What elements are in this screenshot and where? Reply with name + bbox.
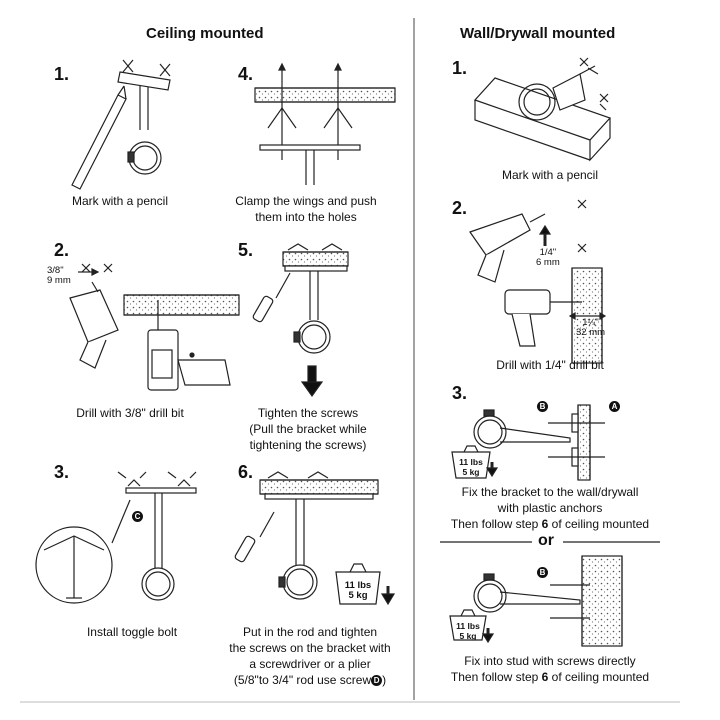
ceiling-step3-caption: Install toggle bolt bbox=[86, 625, 178, 639]
wall-step4-weight-label: 11 lbs 5 kg bbox=[452, 621, 484, 641]
wall-step1-caption: Mark with a pencil bbox=[501, 168, 599, 182]
ceiling-step5-caption-line2: (Pull the bracket while bbox=[249, 422, 367, 436]
wall-step3-caption-line3: Then follow step 6 of ceiling mounted bbox=[430, 516, 670, 532]
ceiling-step2-dim-mm: 9 mm bbox=[47, 275, 71, 286]
ceiling-step1-number: 1. bbox=[54, 64, 70, 84]
wall-step2-dim-a-mm: 6 mm bbox=[536, 257, 560, 268]
wall-step3-caption-line2: with plastic anchors bbox=[497, 501, 603, 515]
ceiling-step3-number: 3. bbox=[54, 462, 70, 482]
ceiling-step5-number: 5. bbox=[238, 240, 254, 260]
ceiling-step2-dimension: 3/8" 9 mm bbox=[47, 266, 71, 286]
wall-step4-weight-lbs: 11 lbs bbox=[456, 621, 480, 631]
ceiling-section-title: Ceiling mounted bbox=[146, 25, 264, 42]
ceiling-step2-number: 2. bbox=[54, 240, 70, 260]
ceiling-step5-caption: Tighten the screws (Pull the bracket whi… bbox=[188, 405, 428, 453]
ceiling-step4-caption-line1: Clamp the wings and push bbox=[235, 194, 377, 208]
wall-step4-weight-kg: 5 kg bbox=[459, 631, 477, 641]
or-separator-text: or bbox=[538, 532, 554, 549]
wall-section-title: Wall/Drywall mounted bbox=[460, 25, 616, 42]
ceiling-step2-caption: Drill with 3/8" drill bit bbox=[76, 406, 184, 420]
ceiling-step6-weight-kg: 5 kg bbox=[348, 590, 368, 601]
wall-step2-dim-b-inch: 1¼" bbox=[582, 317, 599, 328]
badge-c: C bbox=[132, 511, 143, 523]
wall-step2-dim-a-inch: 1/4" bbox=[539, 247, 557, 258]
ceiling-step5-caption-line1: Tighten the screws bbox=[257, 406, 359, 420]
wall-step3-badge-a: A bbox=[609, 398, 620, 416]
ceiling-step6-caption-line3: a screwdriver or a plier bbox=[249, 657, 371, 671]
ceiling-step6-weight-lbs: 11 lbs bbox=[344, 580, 372, 591]
wall-step2-dimension-a: 1/4" 6 mm bbox=[536, 248, 560, 268]
wall-step3-caption-line3-a: Then follow step bbox=[450, 517, 542, 531]
wall-step3-weight-kg: 5 kg bbox=[462, 467, 480, 477]
ceiling-step6-illustration bbox=[234, 471, 396, 606]
ceiling-step4-caption-line2: them into the holes bbox=[255, 210, 357, 224]
wall-step3-caption: Fix the bracket to the wall/drywall with… bbox=[430, 484, 670, 532]
wall-step3-weight-lbs: 11 lbs bbox=[459, 457, 483, 467]
wall-step3-badge-b: B bbox=[537, 398, 548, 416]
ceiling-step1-caption: Mark with a pencil bbox=[71, 194, 169, 208]
wall-step2-dimension-b: 1¼" 32 mm bbox=[576, 318, 605, 338]
wall-step3-weight-label: 11 lbs 5 kg bbox=[455, 457, 487, 477]
badge-a: A bbox=[609, 401, 620, 413]
wall-step3-number: 3. bbox=[452, 383, 468, 403]
wall-step3-caption-line3-step: 6 bbox=[541, 517, 549, 531]
ceiling-step4-illustration bbox=[254, 62, 396, 185]
wall-step4-weight bbox=[449, 615, 487, 641]
ceiling-step3-illustration bbox=[35, 471, 197, 604]
ceiling-step5-illustration bbox=[252, 243, 349, 398]
badge-b-2: B bbox=[537, 567, 548, 579]
wall-step3-caption-line1: Fix the bracket to the wall/drywall bbox=[461, 485, 639, 499]
wall-step2-dim-b-mm: 32 mm bbox=[576, 327, 606, 338]
badge-b: B bbox=[537, 401, 548, 413]
ceiling-step2-illustration bbox=[69, 263, 240, 391]
wall-step2-caption: Drill with 1/4" drill bit bbox=[496, 358, 604, 372]
wall-step2-number: 2. bbox=[452, 198, 468, 218]
wall-step4-caption-line1: Fix into stud with screws directly bbox=[464, 654, 636, 668]
ceiling-step6-caption-line4-end: ) bbox=[382, 673, 387, 687]
wall-step4-caption-line2: Then follow step 6 of ceiling mounted bbox=[430, 669, 670, 685]
wall-step3-caption-line3-c: of ceiling mounted bbox=[548, 517, 650, 531]
badge-d: D bbox=[371, 675, 383, 687]
wall-step4-badge-b: B bbox=[537, 564, 548, 582]
wall-step3-illustration bbox=[451, 404, 605, 481]
ceiling-step6-weight-label: 11 lbs 5 kg bbox=[342, 581, 374, 601]
ceiling-step6-caption-line4-text: (5/8"to 3/4" rod use screw bbox=[233, 673, 372, 687]
ceiling-step6-caption: Put in the rod and tighten the screws on… bbox=[190, 624, 430, 688]
ceiling-step6-caption-line1: Put in the rod and tighten bbox=[242, 625, 378, 639]
wall-step2-illustration bbox=[469, 199, 607, 364]
wall-step4-caption: Fix into stud with screws directly Then … bbox=[430, 653, 670, 685]
wall-step4-caption-line2-c: of ceiling mounted bbox=[548, 670, 650, 684]
wall-step4-caption-line2-step: 6 bbox=[541, 670, 549, 684]
wall-step4-caption-line2-a: Then follow step bbox=[450, 670, 542, 684]
ceiling-step3-badge: C bbox=[132, 508, 143, 526]
ceiling-step2-dim-inch: 3/8" bbox=[47, 265, 64, 276]
ceiling-step4-number: 4. bbox=[238, 64, 254, 84]
wall-step1-number: 1. bbox=[452, 58, 468, 78]
ceiling-step6-number: 6. bbox=[238, 462, 254, 482]
ceiling-step1-illustration bbox=[71, 59, 171, 190]
ceiling-step6-caption-line2: the screws on the bracket with bbox=[229, 641, 391, 655]
wall-step4-illustration bbox=[449, 555, 623, 647]
ceiling-step5-caption-line3: tightening the screws) bbox=[249, 438, 367, 452]
wall-step1-illustration bbox=[473, 57, 612, 162]
ceiling-step4-caption: Clamp the wings and push them into the h… bbox=[186, 193, 426, 225]
